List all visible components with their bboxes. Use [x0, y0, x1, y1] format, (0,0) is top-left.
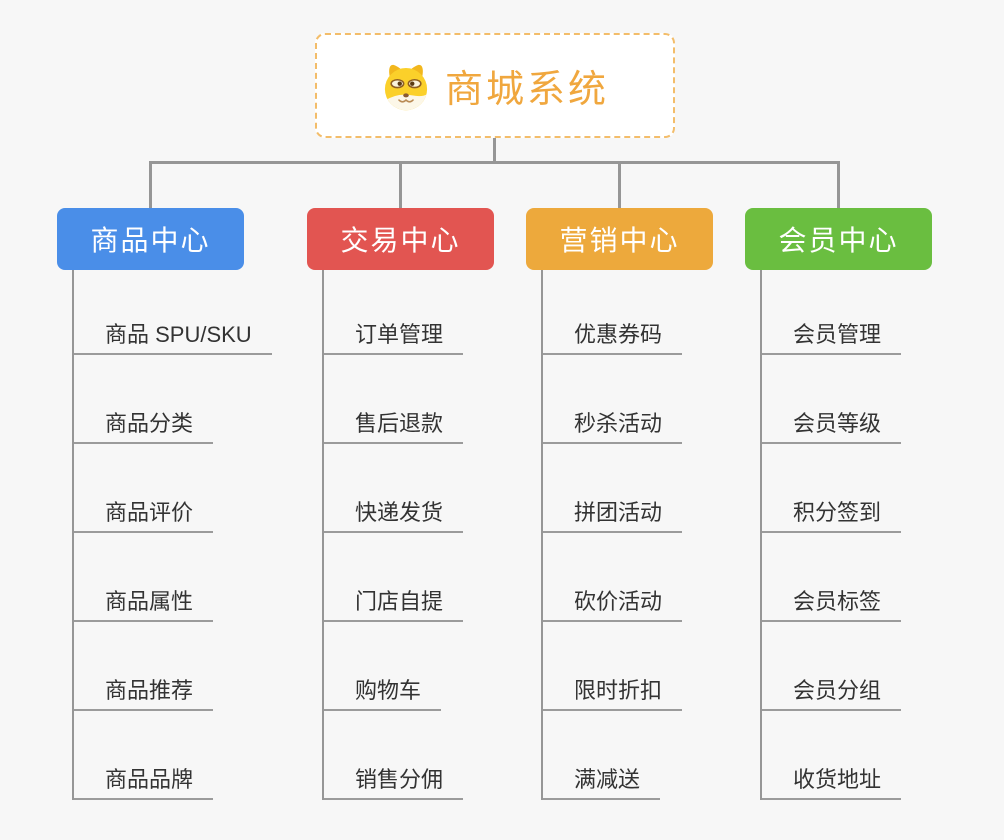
child-node[interactable]: 商品 SPU/SKU [74, 270, 272, 355]
child-node[interactable]: 会员标签 [762, 533, 902, 622]
connector-bus [149, 161, 840, 164]
child-node[interactable]: 会员等级 [762, 355, 902, 444]
root-title: 商城系统 [444, 69, 609, 111]
child-node[interactable]: 商品品牌 [74, 711, 214, 800]
child-node[interactable]: 积分签到 [762, 444, 902, 533]
branch-children-product: 商品 SPU/SKU 商品分类 商品评价 商品属性 商品推荐 商品品牌 [72, 270, 272, 800]
child-node[interactable]: 会员管理 [762, 270, 902, 355]
child-node[interactable]: 商品分类 [74, 355, 214, 444]
child-node[interactable]: 满减送 [543, 711, 661, 800]
child-node[interactable]: 售后退款 [324, 355, 464, 444]
child-node[interactable]: 商品属性 [74, 533, 214, 622]
branch-node-marketing-center[interactable]: 营销中心 [526, 208, 713, 270]
child-node[interactable]: 商品评价 [74, 444, 214, 533]
child-node[interactable]: 拼团活动 [543, 444, 683, 533]
connector-drop-trade [399, 161, 402, 208]
child-node[interactable]: 门店自提 [324, 533, 464, 622]
child-node[interactable]: 收货地址 [762, 711, 902, 800]
branch-children-trade: 订单管理 售后退款 快递发货 门店自提 购物车 销售分佣 [322, 270, 464, 800]
branch-label: 商品中心 [90, 225, 211, 256]
child-node[interactable]: 会员分组 [762, 622, 902, 711]
branch-children-member: 会员管理 会员等级 积分签到 会员标签 会员分组 收货地址 [760, 270, 902, 800]
branch-node-trade-center[interactable]: 交易中心 [307, 208, 494, 270]
child-node[interactable]: 销售分佣 [324, 711, 464, 800]
connector-drop-member [837, 161, 840, 208]
child-node[interactable]: 商品推荐 [74, 622, 214, 711]
child-node[interactable]: 订单管理 [324, 270, 464, 355]
child-node[interactable]: 购物车 [324, 622, 442, 711]
branch-label: 交易中心 [340, 225, 461, 256]
connector-drop-marketing [618, 161, 621, 208]
branch-node-product-center[interactable]: 商品中心 [57, 208, 244, 270]
branch-label: 会员中心 [778, 225, 899, 256]
child-node[interactable]: 优惠券码 [543, 270, 683, 355]
child-node[interactable]: 快递发货 [324, 444, 464, 533]
branch-children-marketing: 优惠券码 秒杀活动 拼团活动 砍价活动 限时折扣 满减送 [541, 270, 683, 800]
root-node[interactable]: 商城系统 [315, 33, 675, 138]
shiba-dog-icon [381, 61, 431, 111]
branch-node-member-center[interactable]: 会员中心 [745, 208, 932, 270]
child-node[interactable]: 砍价活动 [543, 533, 683, 622]
child-node[interactable]: 秒杀活动 [543, 355, 683, 444]
branch-label: 营销中心 [559, 225, 680, 256]
child-node[interactable]: 限时折扣 [543, 622, 683, 711]
connector-root-stub [493, 138, 496, 164]
connector-drop-product [149, 161, 152, 208]
